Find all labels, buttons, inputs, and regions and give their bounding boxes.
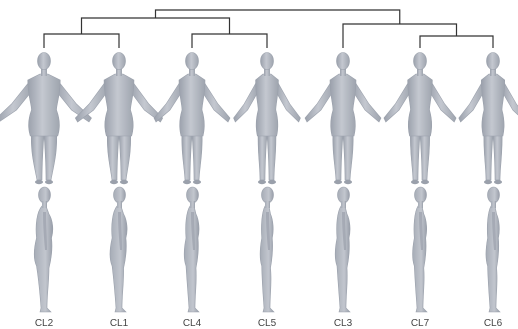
head — [337, 53, 350, 70]
side-head — [262, 187, 274, 203]
side-head — [338, 187, 350, 203]
cluster-label-cl4: CL4 — [183, 318, 202, 329]
head — [113, 53, 126, 70]
right-foot — [193, 180, 201, 184]
side-neck — [190, 201, 195, 208]
side-figure-cl3 — [335, 187, 350, 312]
side-figure-cl5 — [260, 187, 274, 312]
dendrogram-link-root — [156, 10, 400, 24]
left-leg — [484, 130, 493, 180]
right-foot — [268, 180, 276, 184]
right-arm — [275, 82, 301, 122]
right-leg — [267, 130, 276, 180]
right-foot — [494, 180, 502, 184]
head — [186, 53, 199, 70]
torso — [408, 74, 433, 136]
right-arm — [429, 82, 457, 122]
left-foot — [35, 180, 43, 184]
dendrogram-link-cl7-cl6 — [420, 36, 493, 48]
right-arm — [201, 82, 230, 122]
torso — [330, 74, 356, 136]
right-foot — [45, 180, 53, 184]
left-arm — [154, 82, 183, 122]
left-arm — [305, 82, 334, 122]
cluster-labels: CL2 CL1 CL4 CL5 CL3 CL7 CL6 — [35, 318, 503, 329]
left-foot — [411, 180, 419, 184]
left-leg — [258, 130, 267, 180]
cluster-label-cl3: CL3 — [334, 318, 353, 329]
right-arm — [352, 82, 381, 122]
side-view-row — [34, 187, 500, 312]
head — [487, 53, 500, 70]
right-foot — [120, 180, 128, 184]
right-leg — [44, 130, 57, 180]
side-neck — [265, 201, 270, 208]
side-head — [114, 187, 126, 203]
cluster-label-cl7: CL7 — [411, 318, 430, 329]
side-neck — [42, 201, 47, 208]
right-foot — [421, 180, 429, 184]
side-figure-cl6 — [486, 187, 500, 312]
front-figure-cl7 — [384, 53, 456, 185]
torso — [28, 74, 61, 136]
torso — [481, 74, 504, 136]
cluster-label-cl5: CL5 — [258, 318, 277, 329]
right-foot — [344, 180, 352, 184]
torso — [256, 74, 279, 136]
dendrogram-link-cl4-cl5 — [192, 34, 267, 48]
head — [261, 53, 274, 70]
left-arm — [234, 82, 260, 122]
dendrogram-link-cl2-cl1 — [44, 34, 119, 48]
torso — [104, 74, 134, 136]
side-neck — [418, 201, 423, 208]
left-foot — [183, 180, 191, 184]
side-figure-cl1 — [110, 187, 127, 312]
cluster-label-cl2: CL2 — [35, 318, 54, 329]
cluster-label-cl6: CL6 — [484, 318, 503, 329]
side-neck — [491, 201, 496, 208]
front-view-row — [0, 53, 518, 185]
side-figure-cl4 — [184, 187, 199, 312]
side-neck — [341, 201, 346, 208]
left-arm — [75, 82, 108, 122]
right-leg — [343, 130, 353, 180]
head — [38, 53, 51, 70]
cluster-label-cl1: CL1 — [110, 318, 129, 329]
left-foot — [110, 180, 118, 184]
front-figure-cl4 — [154, 53, 230, 185]
left-foot — [484, 180, 492, 184]
right-leg — [119, 130, 131, 180]
left-foot — [334, 180, 342, 184]
left-foot — [258, 180, 266, 184]
front-figure-cl5 — [234, 53, 301, 185]
left-leg — [333, 130, 343, 180]
front-figure-cl6 — [459, 53, 518, 185]
side-head — [415, 187, 427, 203]
left-leg — [31, 130, 44, 180]
side-head — [488, 187, 500, 203]
right-leg — [493, 130, 502, 180]
side-figure-cl2 — [34, 187, 53, 312]
head — [414, 53, 427, 70]
torso — [179, 74, 205, 136]
side-head — [39, 187, 51, 203]
right-leg — [192, 130, 202, 180]
dendrogram — [44, 10, 493, 48]
side-head — [187, 187, 199, 203]
left-arm — [459, 82, 485, 122]
front-figure-cl3 — [305, 53, 381, 185]
left-arm — [384, 82, 412, 122]
right-leg — [420, 130, 430, 180]
side-neck — [117, 201, 122, 208]
side-figure-cl7 — [413, 187, 427, 312]
left-leg — [182, 130, 192, 180]
dendrogram-link-cl21-cl45 — [82, 18, 230, 34]
left-leg — [410, 130, 420, 180]
left-leg — [107, 130, 119, 180]
